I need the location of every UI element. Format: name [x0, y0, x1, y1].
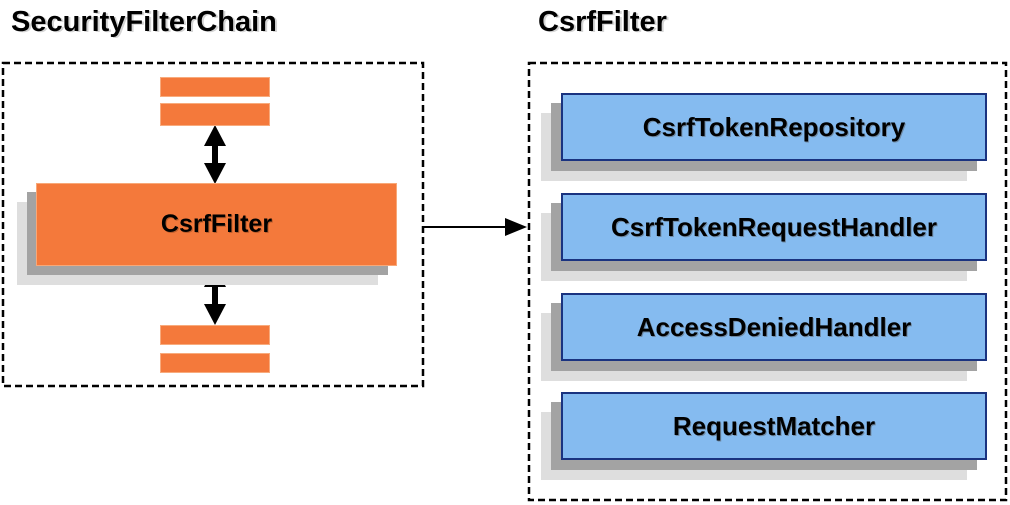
component-box-access-denied-handler: AccessDeniedHandler: [561, 293, 987, 361]
filter-placeholder-bar: [160, 77, 270, 97]
csrf-filter-detail-border: [527, 61, 1008, 502]
security-filter-chain-border: [1, 61, 425, 388]
security-filter-chain-title: SecurityFilterChain: [11, 6, 277, 38]
component-label: CsrfTokenRepository: [642, 111, 906, 142]
component-box-csrf-token-repository: CsrfTokenRepository: [561, 93, 987, 161]
component-box-request-matcher: RequestMatcher: [561, 392, 987, 460]
filter-placeholder-bar: [160, 103, 270, 126]
right-arrow-icon: [424, 218, 527, 236]
vertical-double-arrow-icon: [204, 125, 226, 184]
filter-placeholder-bar: [160, 325, 270, 345]
filter-placeholder-bar: [160, 353, 270, 373]
csrf-filter-box-label: CsrfFilter: [160, 210, 273, 238]
component-box-csrf-token-request-handler: CsrfTokenRequestHandler: [561, 193, 987, 261]
component-label: CsrfTokenRequestHandler: [610, 211, 938, 242]
csrf-filter-box: CsrfFilter: [36, 183, 397, 266]
component-label: AccessDeniedHandler: [636, 311, 912, 342]
component-label: RequestMatcher: [672, 410, 876, 441]
vertical-double-arrow-icon: [204, 266, 226, 325]
csrf-filter-title: CsrfFilter: [538, 6, 667, 38]
